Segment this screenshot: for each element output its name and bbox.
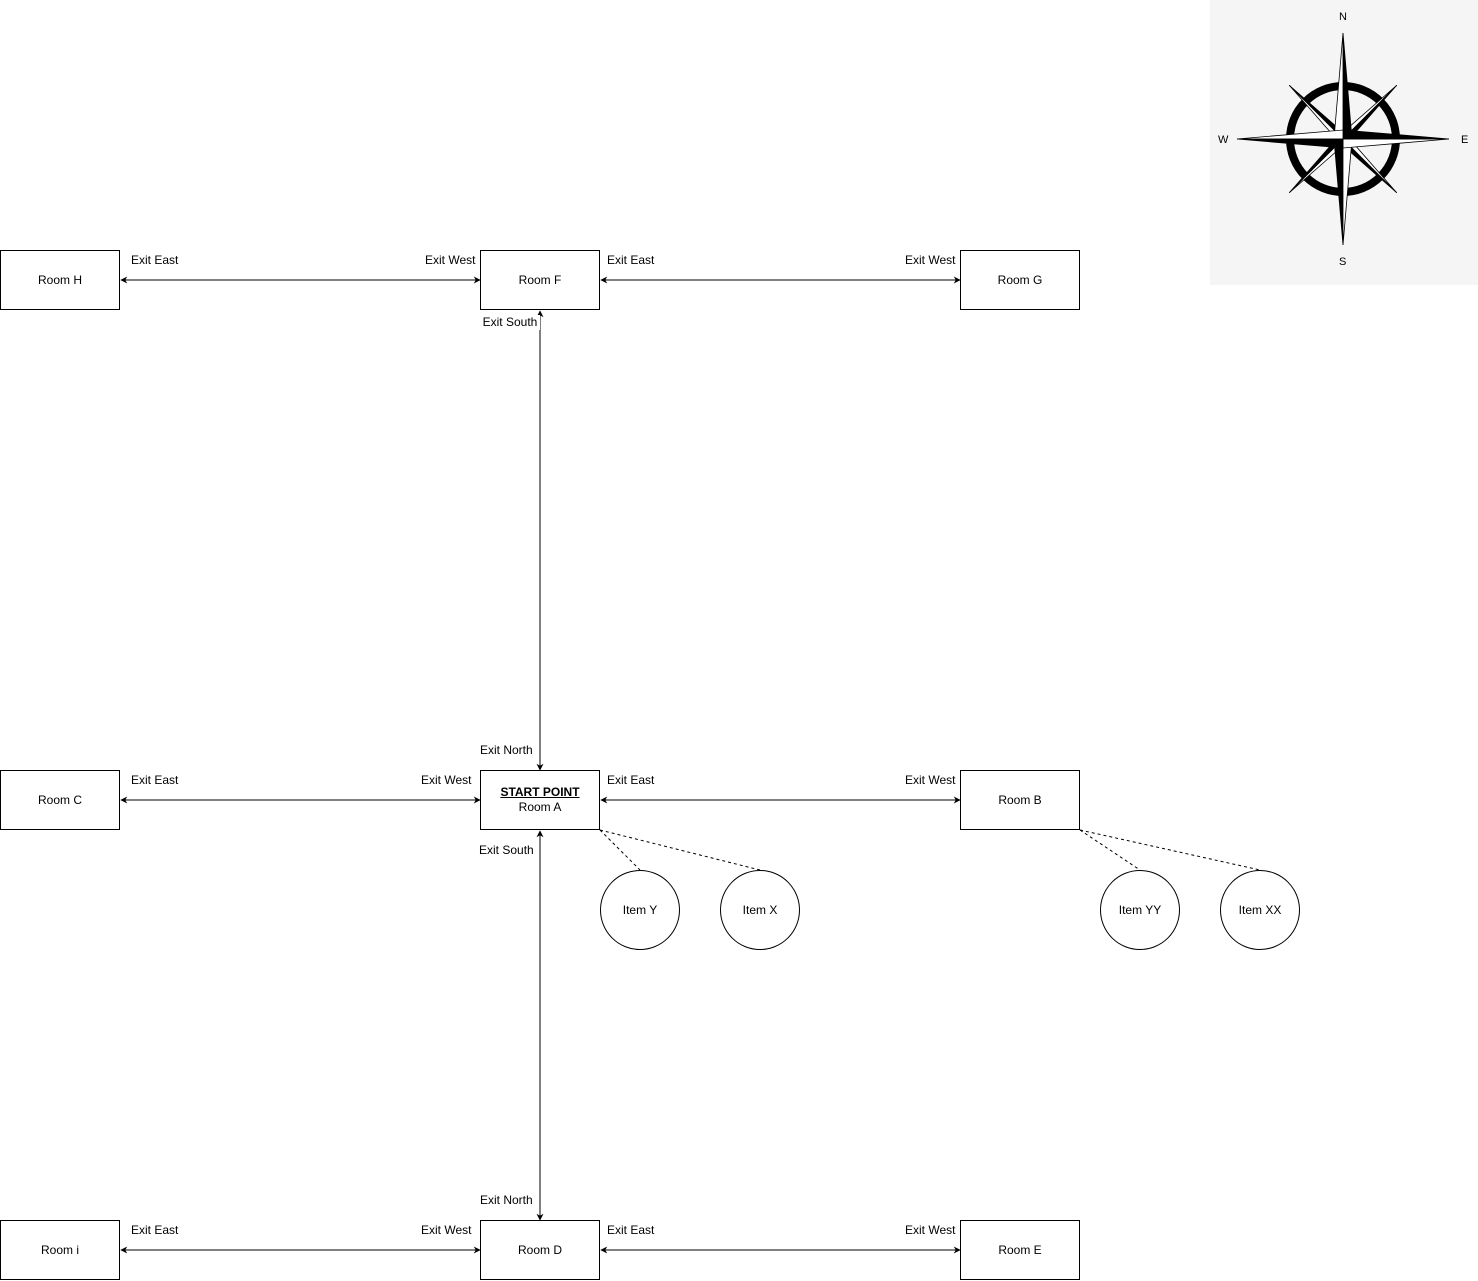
room-c-label: Room C — [37, 792, 82, 807]
start-point-label: START POINT — [500, 785, 580, 799]
room-a-label: Room A — [518, 800, 562, 814]
room-i[interactable]: Room i — [0, 1220, 120, 1280]
exit-label-i-east: Exit East — [131, 1223, 179, 1238]
room-g[interactable]: Room G — [960, 250, 1080, 310]
item-link-a-x — [599, 829, 761, 871]
exit-label-g-west: Exit West — [905, 253, 956, 268]
item-y-label: Item Y — [622, 903, 658, 917]
exit-label-a-west: Exit West — [421, 773, 472, 788]
item-xx[interactable]: Item XX — [1220, 870, 1300, 950]
compass-rose-icon — [1236, 32, 1450, 246]
room-b[interactable]: Room B — [960, 770, 1080, 830]
exit-label-d-east: Exit East — [607, 1223, 655, 1238]
room-h-label: Room H — [37, 272, 82, 287]
item-yy-label: Item YY — [1118, 903, 1162, 917]
exit-label-a-south: Exit South — [479, 843, 534, 858]
room-a[interactable]: START POINT Room A — [480, 770, 600, 830]
room-f[interactable]: Room F — [480, 250, 600, 310]
compass-panel: N E S W — [1210, 0, 1478, 285]
compass-west-label: W — [1218, 134, 1229, 146]
room-e[interactable]: Room E — [960, 1220, 1080, 1280]
compass-south-label: S — [1339, 256, 1347, 268]
room-i-label: Room i — [40, 1242, 79, 1257]
room-b-label: Room B — [998, 792, 1042, 807]
compass-north-label: N — [1339, 11, 1347, 23]
item-x-label: Item X — [742, 903, 778, 917]
exit-label-b-west: Exit West — [905, 773, 956, 788]
item-link-b-xx — [1079, 829, 1261, 871]
item-link-a-y — [599, 829, 641, 871]
exit-label-f-south: Exit South — [480, 315, 540, 330]
exit-label-d-north: Exit North — [480, 1193, 533, 1208]
item-x[interactable]: Item X — [720, 870, 800, 950]
exit-label-h-east: Exit East — [131, 253, 179, 268]
exit-label-f-west: Exit West — [425, 253, 476, 268]
exit-label-c-east: Exit East — [131, 773, 179, 788]
room-h[interactable]: Room H — [0, 250, 120, 310]
exit-label-e-west: Exit West — [905, 1223, 956, 1238]
room-g-label: Room G — [997, 272, 1043, 287]
room-c[interactable]: Room C — [0, 770, 120, 830]
room-f-label: Room F — [518, 272, 562, 287]
exit-label-d-west: Exit West — [421, 1223, 472, 1238]
compass-east-label: E — [1461, 134, 1469, 146]
room-e-label: Room E — [998, 1242, 1042, 1257]
room-d-label: Room D — [517, 1242, 562, 1257]
item-link-b-yy — [1079, 829, 1141, 871]
exit-label-a-north: Exit North — [480, 743, 533, 758]
exit-label-a-east: Exit East — [607, 773, 655, 788]
item-y[interactable]: Item Y — [600, 870, 680, 950]
room-d[interactable]: Room D — [480, 1220, 600, 1280]
item-yy[interactable]: Item YY — [1100, 870, 1180, 950]
item-xx-label: Item XX — [1238, 903, 1282, 917]
exit-label-f-east: Exit East — [607, 253, 655, 268]
